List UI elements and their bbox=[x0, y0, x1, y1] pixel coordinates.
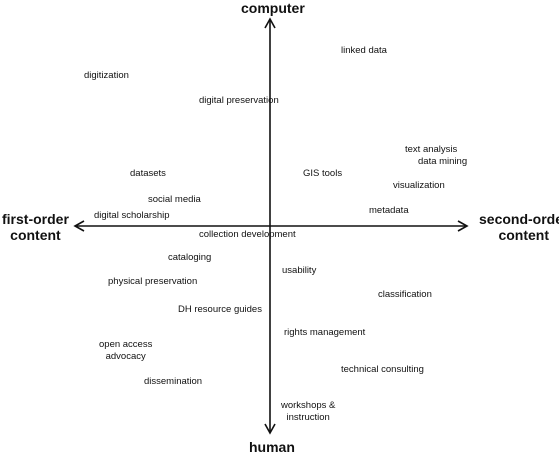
term-dh-resource-guides: DH resource guides bbox=[178, 304, 262, 315]
term-gis-tools: GIS tools bbox=[303, 168, 343, 179]
term-open-access-advocacy: open access advocacy bbox=[99, 339, 152, 363]
term-collection-development: collection development bbox=[199, 229, 296, 240]
term-linked-data: linked data bbox=[341, 45, 387, 56]
term-open-access-line1: open access bbox=[99, 339, 153, 350]
term-datasets: datasets bbox=[130, 168, 166, 179]
axis-label-right: second-order content bbox=[479, 211, 559, 243]
term-digital-scholarship: digital scholarship bbox=[94, 210, 170, 221]
term-digitization: digitization bbox=[84, 70, 129, 81]
term-workshops-line2: instruction bbox=[286, 412, 330, 423]
term-physical-preservation: physical preservation bbox=[108, 276, 198, 287]
term-visualization: visualization bbox=[393, 180, 445, 191]
term-rights-management: rights management bbox=[284, 327, 366, 338]
axis-label-left: first-order content bbox=[2, 211, 69, 243]
arrowhead-left bbox=[73, 220, 85, 232]
term-classification: classification bbox=[378, 289, 432, 300]
axis-label-right-line1: second-order bbox=[479, 211, 559, 227]
axis-label-right-line2: content bbox=[498, 227, 550, 243]
axis-label-top: computer bbox=[241, 0, 305, 16]
axis-label-left-line2: content bbox=[10, 227, 61, 243]
axis-label-left-line1: first-order bbox=[2, 211, 69, 227]
term-dissemination: dissemination bbox=[144, 376, 203, 387]
arrowhead-up bbox=[264, 17, 276, 29]
term-technical-consulting: technical consulting bbox=[341, 364, 424, 375]
term-workshops-line1: workshops & bbox=[281, 400, 336, 411]
arrowhead-right bbox=[457, 220, 469, 232]
term-digital-preservation: digital preservation bbox=[199, 95, 279, 106]
arrowhead-down bbox=[264, 423, 276, 435]
term-metadata: metadata bbox=[369, 205, 409, 216]
term-workshops-instruction: workshops & instruction bbox=[281, 400, 335, 424]
term-data-mining: data mining bbox=[418, 156, 468, 167]
term-usability: usability bbox=[282, 265, 317, 276]
term-open-access-line2: advocacy bbox=[105, 351, 146, 362]
term-cataloging: cataloging bbox=[168, 252, 212, 263]
term-social-media: social media bbox=[148, 194, 201, 205]
axis-label-bottom: human bbox=[249, 439, 295, 455]
term-text-analysis: text analysis bbox=[405, 144, 458, 155]
